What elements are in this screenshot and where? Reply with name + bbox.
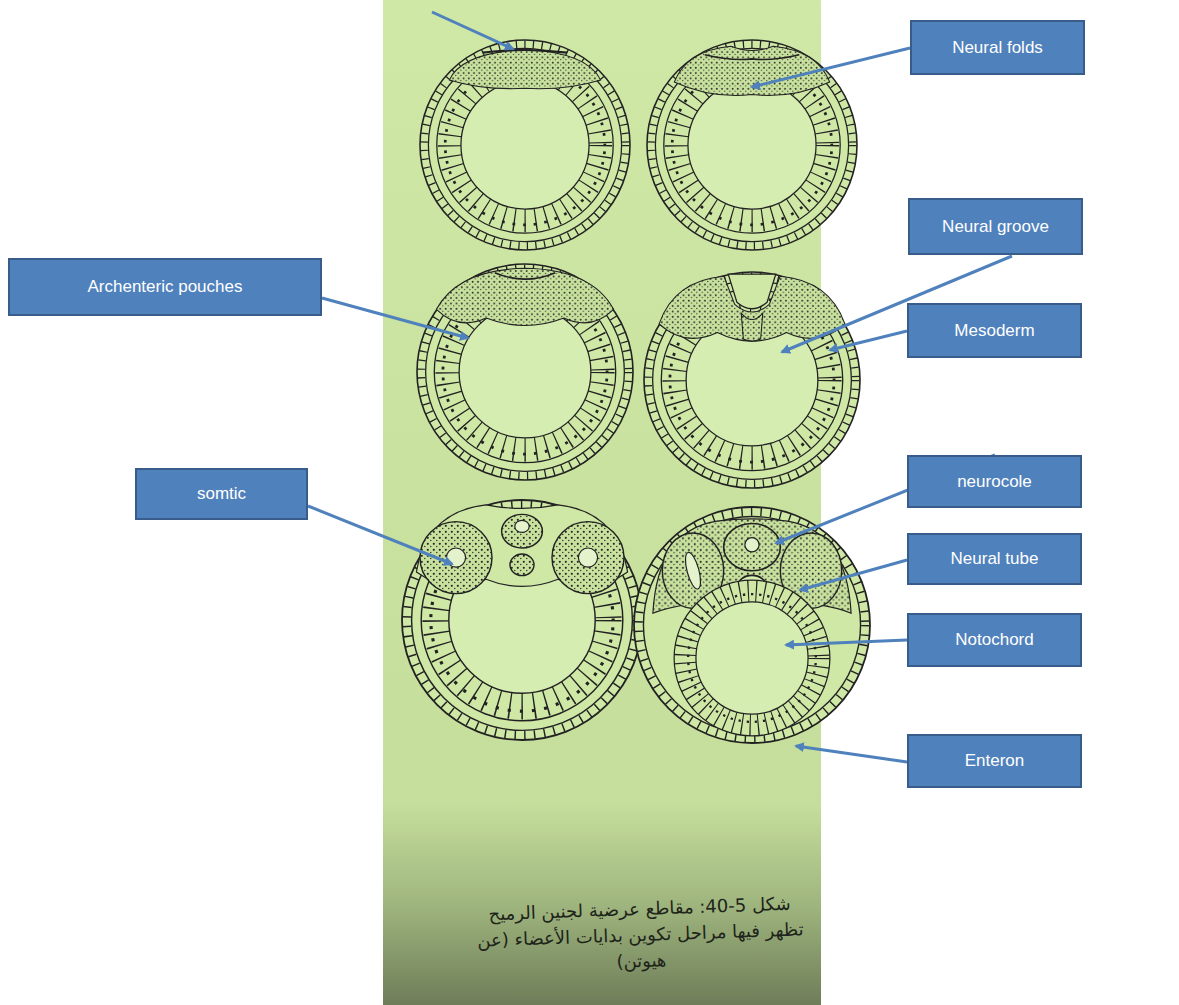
label-box: Mesoderm (907, 303, 1082, 358)
label-text: Enteron (965, 751, 1025, 771)
label-text: somtic (197, 484, 246, 504)
label-box: Enteron (907, 734, 1082, 788)
label-text: Neural groove (942, 217, 1049, 237)
label-box: Archenteric pouches (8, 258, 322, 316)
label-text: neurocole (957, 472, 1032, 492)
label-box: Neural tube (907, 533, 1082, 585)
label-box: somtic (135, 468, 308, 520)
label-text: Neural folds (952, 38, 1043, 58)
label-box: Notochord (907, 613, 1082, 667)
label-text: Notochord (955, 630, 1033, 650)
label-box: Neural groove (908, 198, 1083, 255)
label-text: Mesoderm (954, 321, 1034, 341)
label-text: Archenteric pouches (88, 277, 243, 297)
label-box: neurocole (907, 455, 1082, 508)
figure-caption: شكل 5-40: مقاطع عرضية لجنين الرميح تظهر … (467, 890, 815, 980)
label-box: Neural folds (910, 20, 1085, 75)
label-text: Neural tube (951, 549, 1039, 569)
